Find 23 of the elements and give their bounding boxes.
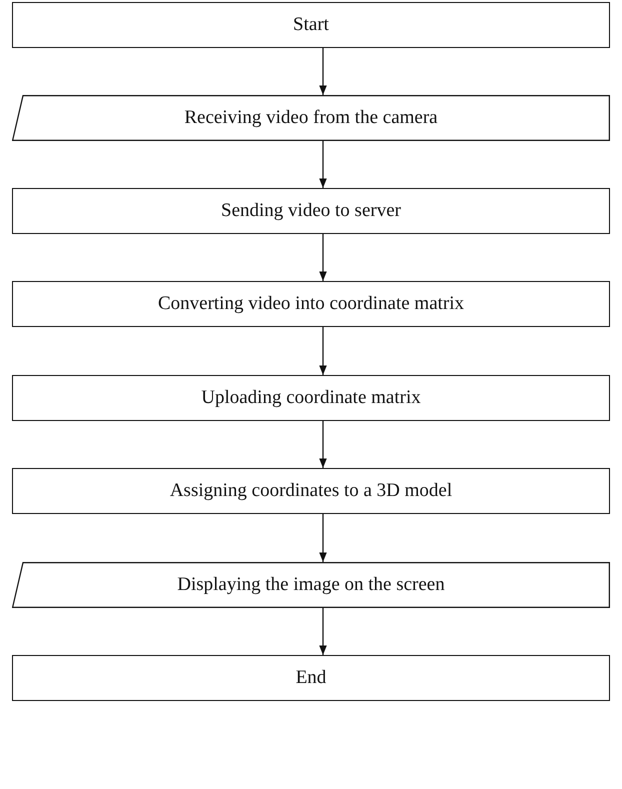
process-box (12, 281, 610, 327)
step-text: End (296, 666, 326, 690)
arrow (319, 234, 327, 281)
process-box (12, 655, 610, 701)
step-text: Uploading coordinate matrix (201, 386, 421, 410)
step-text: Receiving video from the camera (184, 106, 438, 130)
io-parallelogram (12, 562, 610, 608)
step-text: Sending video to server (221, 198, 401, 223)
arrow (319, 608, 327, 655)
arrow (319, 514, 327, 562)
arrow (319, 48, 327, 95)
io-parallelogram (12, 95, 610, 141)
process-box (12, 468, 610, 514)
step-text: Assigning coordinates to a 3D model (170, 478, 452, 503)
step-text: Start (293, 12, 329, 37)
process-box (12, 2, 610, 48)
arrow (319, 141, 327, 188)
step-text: Converting video into coordinate matrix (158, 292, 464, 316)
arrow (319, 421, 327, 468)
arrow (319, 327, 327, 375)
step-text: Displaying the image on the screen (177, 572, 445, 597)
process-box (12, 375, 610, 421)
process-box (12, 188, 610, 234)
